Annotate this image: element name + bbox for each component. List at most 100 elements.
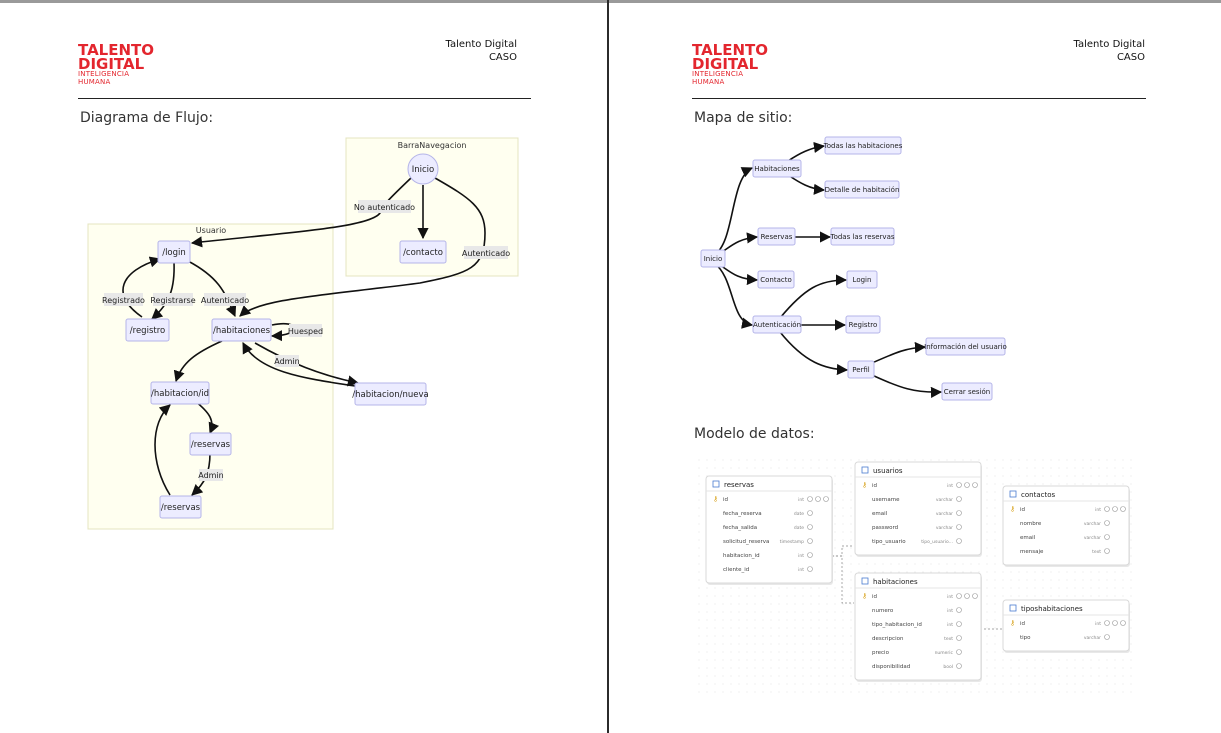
column-option-icon	[1104, 534, 1110, 540]
window-top-border	[0, 0, 1221, 3]
erd-column-type: bool	[943, 664, 953, 670]
erd-table-name: contactos	[1021, 491, 1055, 499]
edge-label-bg	[153, 293, 193, 306]
document-label: CASO	[488, 52, 517, 63]
erd-table-box	[705, 475, 833, 584]
logo-line-4: HUMANA	[78, 77, 111, 86]
edge-login-habitaciones	[187, 260, 237, 318]
erd-table-name: tiposhabitaciones	[1021, 605, 1083, 613]
erd-column-type: timestamp	[780, 539, 804, 545]
erd-column-type: date	[794, 525, 804, 531]
table-icon	[712, 480, 720, 488]
erd-column-type: int	[947, 622, 953, 628]
sitemap-node-login	[846, 270, 878, 289]
edge-label-admin-2: Admin	[198, 471, 224, 480]
erd-column-type: int	[798, 567, 804, 573]
sitemap-node-reservas	[757, 227, 796, 246]
node-contacto	[399, 240, 447, 264]
node-habitacion-nueva	[354, 382, 427, 406]
column-option-icon	[956, 593, 962, 599]
sitemap-node-contacto-label: Contacto	[760, 276, 792, 284]
column-option-icon	[807, 510, 813, 516]
sitemap-node-contacto	[757, 270, 795, 289]
erd-column-name: email	[1020, 535, 1036, 541]
flow-diagram: BarraNavegacion Usuario No autenticado A…	[87, 137, 519, 530]
sitemap-node-habitaciones	[752, 159, 802, 178]
erd-column-type: numeric	[935, 650, 954, 656]
edge-autenticacion-perfil	[779, 331, 849, 376]
edge-label-bg	[358, 200, 411, 213]
table-icon	[1009, 490, 1017, 498]
erd-column-type: varchar	[1084, 535, 1101, 541]
column-option-icon	[956, 663, 962, 669]
erd-column-name: tipo_usuario	[872, 539, 906, 545]
node-contacto-label: /contacto	[403, 248, 443, 258]
column-option-icon	[807, 524, 813, 530]
erd-column-name: nombre	[1020, 521, 1042, 527]
erd-column-name: numero	[872, 608, 894, 614]
erd-column-type: text	[1092, 549, 1101, 555]
logo-line-3: INTELIGENCIA	[692, 70, 744, 78]
node-login	[157, 240, 191, 264]
node-habitacion-id	[150, 381, 210, 405]
column-option-icon	[956, 538, 962, 544]
column-option-icon	[1104, 548, 1110, 554]
column-option-icon	[807, 538, 813, 544]
sitemap-node-todas-habitaciones	[824, 136, 902, 155]
erd-column-name: username	[872, 497, 900, 503]
column-option-icon	[1120, 506, 1126, 512]
erd-column-type: int	[798, 497, 804, 503]
column-option-icon	[956, 482, 962, 488]
column-option-icon	[956, 496, 962, 502]
erd-column-name: tipo	[1020, 635, 1031, 641]
erd-column-type: int	[1095, 507, 1101, 513]
node-inicio	[407, 153, 439, 185]
column-option-icon	[1120, 620, 1126, 626]
sitemap-node-detalle-habitacion-label: Detalle de habitación	[825, 186, 900, 194]
logo-line-2: DIGITAL	[692, 55, 759, 73]
table-icon	[861, 577, 869, 585]
column-option-icon	[956, 621, 962, 627]
erd-table-name: reservas	[724, 481, 754, 489]
erd-column-name: descripcion	[872, 636, 904, 642]
edge-habitaciones-todas	[787, 141, 826, 162]
document-page-left: TALENTO DIGITAL INTELIGENCIA HUMANA Tale…	[0, 3, 607, 733]
edge-label-bg	[289, 324, 322, 337]
flow-diagram-title: Diagrama de Flujo:	[80, 110, 214, 126]
cluster-user-label: Usuario	[196, 226, 227, 235]
column-option-icon	[956, 649, 962, 655]
sitemap-node-cerrar-sesion-label: Cerrar sesión	[944, 388, 990, 396]
edge-label-autenticado-user: Autenticado	[201, 296, 249, 305]
sitemap-node-info-usuario-label: Información del usuario	[924, 343, 1007, 351]
logo-line-3: INTELIGENCIA	[78, 70, 130, 78]
erd-column-name: habitacion_id	[723, 553, 760, 559]
table-icon	[1009, 604, 1017, 612]
erd-table-box	[1002, 485, 1130, 566]
column-option-icon	[1104, 634, 1110, 640]
erd-column-name: solicitud_reserva	[723, 539, 769, 545]
erd-column-type: text	[944, 636, 953, 642]
column-option-icon	[1104, 620, 1110, 626]
company-name: Talento Digital	[445, 39, 518, 50]
sitemap-node-autenticacion	[752, 315, 802, 334]
sitemap-node-info-usuario	[925, 337, 1006, 356]
column-option-icon	[1112, 620, 1118, 626]
sitemap-node-inicio	[700, 249, 726, 268]
primary-key-icon: ⚷	[713, 495, 718, 503]
edge-inicio-autenticacion	[713, 262, 754, 329]
edge-label-bg	[464, 246, 508, 259]
edge-label-no-autenticado: No autenticado	[354, 203, 415, 212]
edge-label-registrado: Registrado	[102, 296, 145, 305]
edge-reservas-habitacionid	[154, 404, 171, 496]
erd-column-name: id	[872, 594, 877, 600]
sitemap-node-registro	[845, 315, 881, 334]
erd-column-type: varchar	[936, 497, 953, 503]
node-habitacion-nueva-label: /habitacion/nueva	[352, 390, 429, 400]
erd-column-name: mensaje	[1020, 549, 1044, 555]
column-option-icon	[807, 566, 813, 572]
erd-column-name: email	[872, 511, 888, 517]
edge-registro-login	[122, 256, 162, 318]
